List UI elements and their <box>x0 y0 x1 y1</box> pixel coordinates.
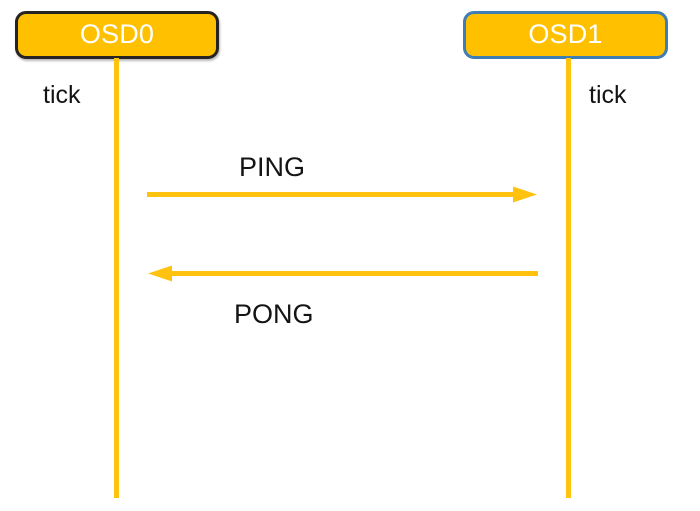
participant-label-osd1: OSD1 <box>528 18 603 49</box>
message-arrow-ping[interactable] <box>145 182 540 206</box>
participant-box-osd0[interactable]: OSD0 <box>15 11 219 59</box>
lifeline-osd1 <box>566 58 571 498</box>
message-label-pong: PONG <box>234 299 314 329</box>
message-label-ping: PING <box>239 152 306 182</box>
tick-label-osd0: tick <box>43 81 81 109</box>
tick-label-osd1: tick <box>589 81 627 109</box>
message-arrow-pong[interactable] <box>143 261 540 285</box>
participant-label-osd0: OSD0 <box>79 18 155 49</box>
lifeline-osd0 <box>114 58 119 498</box>
arrow-right-icon <box>147 186 537 203</box>
participant-box-osd1[interactable]: OSD1 <box>463 11 668 59</box>
arrow-left-icon <box>148 265 538 282</box>
